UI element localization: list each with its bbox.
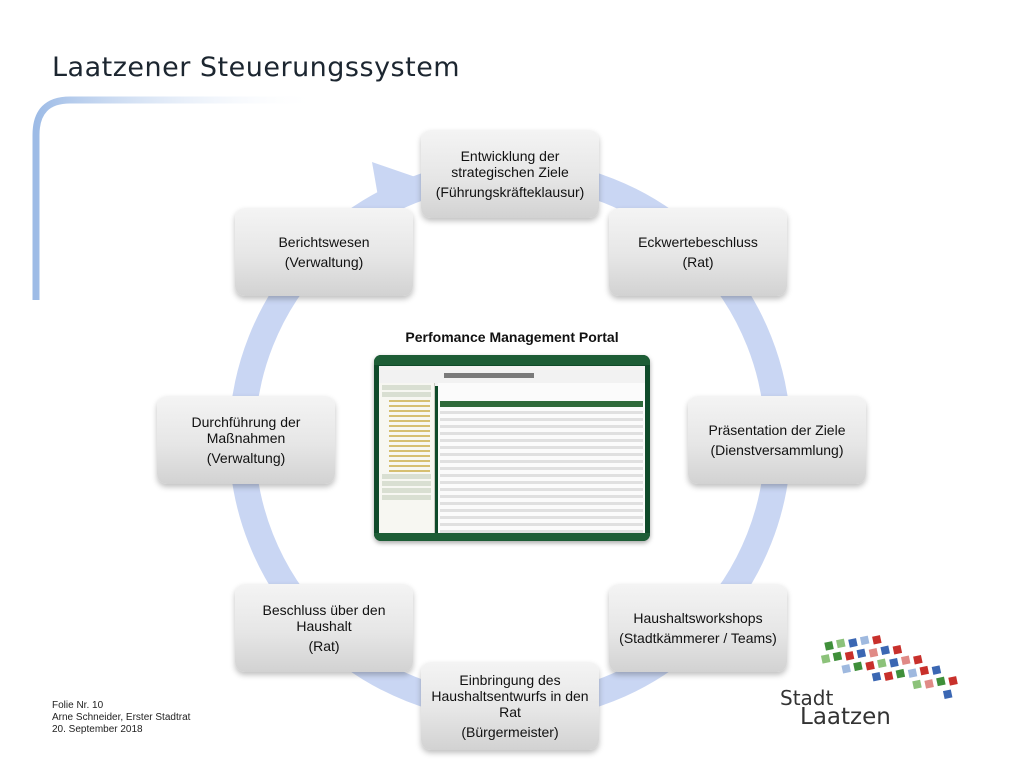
step-subtitle: (Dienstversammlung) — [710, 442, 844, 458]
step-title: Entwicklung der strategischen Ziele — [451, 148, 569, 180]
portal-header-line — [444, 373, 534, 378]
step-box-praesentation: Präsentation der Ziele (Dienstversammlun… — [688, 396, 866, 484]
step-box-beschluss: Beschluss über den Haushalt (Rat) — [235, 584, 413, 672]
slide-footer: Folie Nr. 10 Arne Schneider, Erster Stad… — [52, 700, 190, 736]
slide-date: 20. September 2018 — [52, 724, 143, 735]
cycle-ring-arrow-head — [372, 162, 430, 208]
logo-word-stadt: Stadt — [780, 686, 834, 710]
step-box-strategic-goals: Entwicklung der strategischen Ziele (Füh… — [421, 130, 599, 218]
step-subtitle: (Verwaltung) — [284, 254, 364, 270]
step-title: Durchführung der Maßnahmen — [191, 414, 301, 446]
portal-title: Perfomance Management Portal — [405, 329, 619, 345]
portal-top-bar — [374, 355, 650, 365]
stadt-laatzen-logo-mosaic — [820, 635, 958, 700]
portal-scorecard-table — [438, 383, 645, 540]
step-title: Haushaltsworkshops — [633, 610, 763, 626]
step-box-einbringung: Einbringung des Haushaltsentwurfs in den… — [421, 662, 599, 750]
step-box-eckwertebeschluss: Eckwertebeschluss (Rat) — [609, 208, 787, 296]
portal-screenshot — [374, 355, 650, 541]
logo-word-laatzen: Laatzen — [800, 704, 891, 730]
step-title: Eckwertebeschluss — [638, 234, 758, 250]
step-box-berichtswesen: Berichtswesen (Verwaltung) — [235, 208, 413, 296]
step-subtitle: (Bürgermeister) — [461, 724, 559, 740]
step-subtitle: (Führungskräfteklausur) — [435, 184, 585, 200]
portal-sidebar — [379, 383, 435, 533]
slide-number: Folie Nr. 10 — [52, 700, 104, 711]
step-title: Einbringung des Haushaltsentwurfs in den… — [431, 672, 589, 720]
step-title: Beschluss über den Haushalt — [262, 602, 386, 634]
step-box-haushaltsworkshops: Haushaltsworkshops (Stadtkämmerer / Team… — [609, 584, 787, 672]
portal-bottom-bar — [374, 533, 650, 541]
step-title: Präsentation der Ziele — [708, 422, 846, 438]
step-title: Berichtswesen — [278, 234, 370, 250]
step-subtitle: (Verwaltung) — [206, 450, 286, 466]
step-box-durchfuehrung: Durchführung der Maßnahmen (Verwaltung) — [157, 396, 335, 484]
step-subtitle: (Stadtkämmerer / Teams) — [619, 630, 777, 646]
step-subtitle: (Rat) — [682, 254, 714, 270]
slide-title: Laatzener Steuerungssystem — [52, 52, 461, 83]
slide-author: Arne Schneider, Erster Stadtrat — [52, 712, 191, 723]
step-subtitle: (Rat) — [308, 638, 340, 654]
